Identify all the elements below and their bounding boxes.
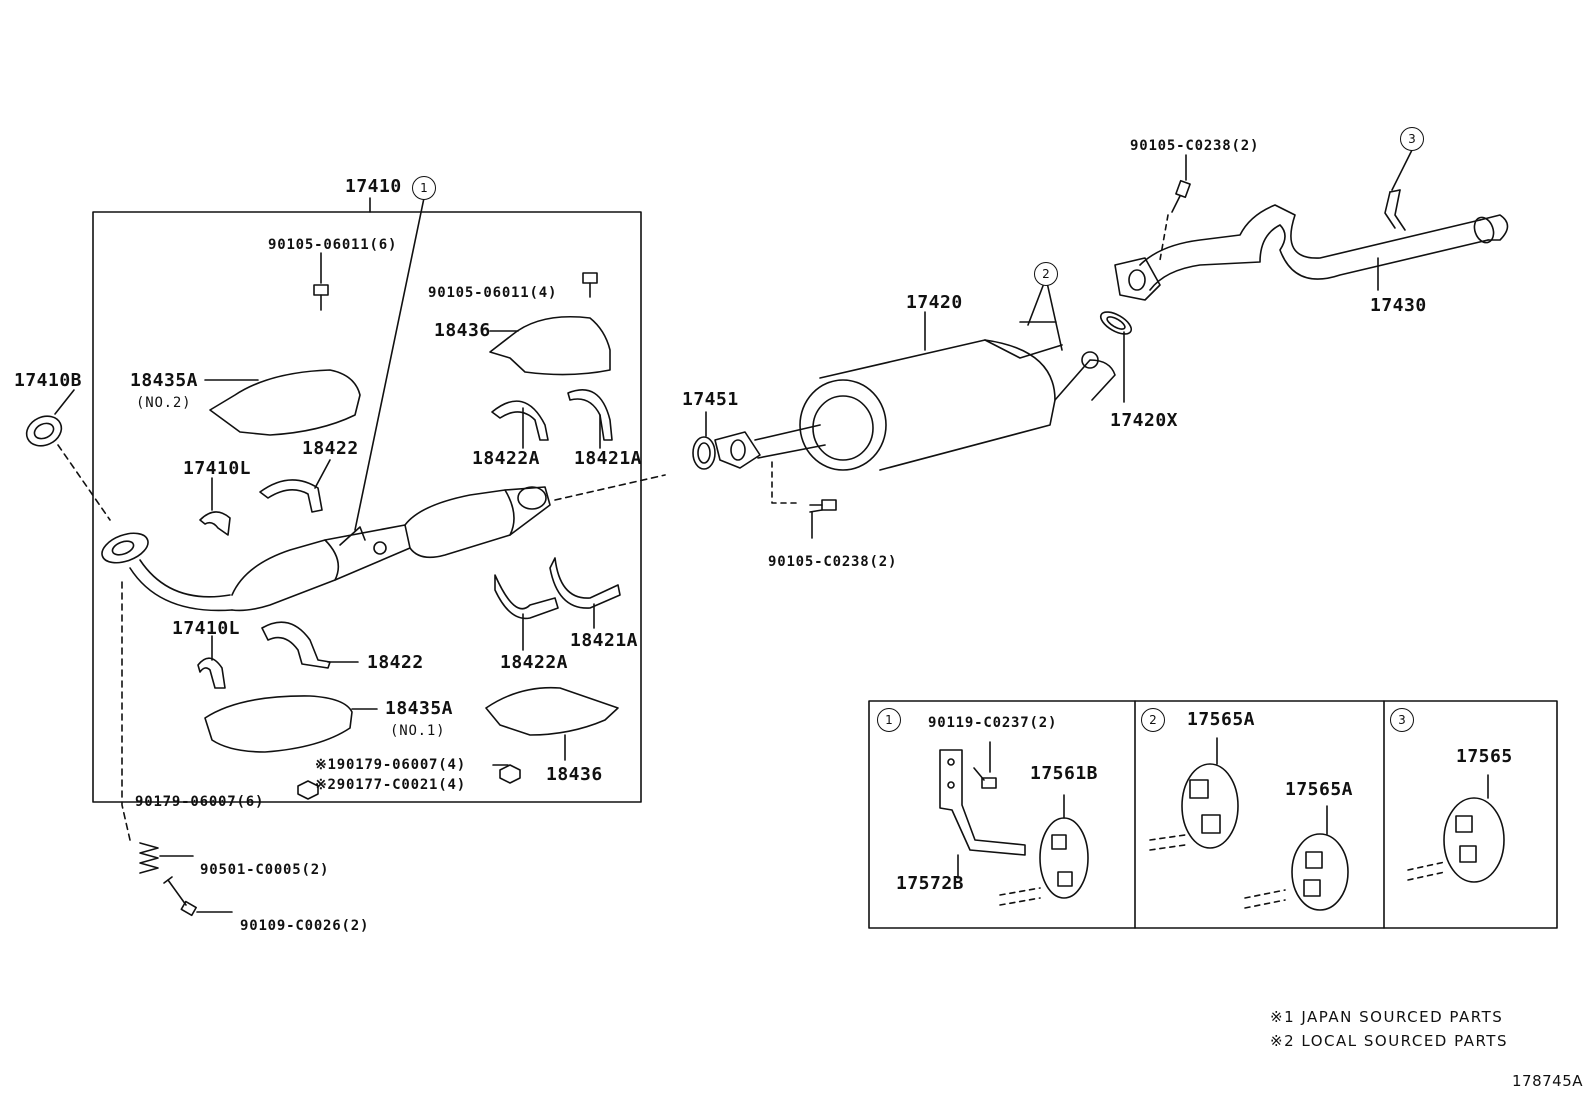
diagram-number: 178745A [1512,1072,1584,1090]
label-90119-c0237: 90119-C0237(2) [928,715,1058,731]
clamp-18421a-top [567,389,613,441]
bracket-17572b [939,749,1026,856]
detail-callout-2: 2 [1141,708,1165,732]
nut-190179 [499,764,521,784]
callout-1: 1 [412,176,436,200]
callout-2: 2 [1034,262,1058,286]
clamp-18422-bottom [261,621,331,669]
front-pipe-17410 [101,486,551,612]
gasket-17410b [25,415,63,447]
assembly-17410-frame [92,211,642,803]
label-18435a-bottom-note: (NO.1) [390,723,446,739]
label-90105-c0238-top: 90105-C0238(2) [1130,138,1260,154]
label-90501-c0005: 90501-C0005(2) [200,862,330,878]
label-90179-06007: 90179-06007(6) [135,794,265,810]
bolt-90119 [973,767,997,789]
label-17565: 17565 [1456,746,1513,767]
label-17410l-bottom: 17410L [172,618,241,639]
clamp-18422-top [259,479,323,513]
label-18422a-bottom: 18422A [500,652,569,673]
clamp-18422a-bottom [494,574,559,620]
bracket-17410l-bottom [197,657,226,689]
label-17420: 17420 [906,292,963,313]
hanger-17561b [1039,817,1089,899]
label-18435a-top: 18435A [130,370,199,391]
label-17565a-a: 17565A [1187,709,1256,730]
note-japan-sourced: ※1 JAPAN SOURCED PARTS [1270,1008,1504,1026]
label-18436-bottom: 18436 [546,764,603,785]
hanger-17565 [1443,797,1505,883]
label-17410l-top: 17410L [183,458,252,479]
insulator-18436-bottom [485,686,619,736]
clamp-18422a-top [491,400,549,441]
bolt-90105-c0238-mid [809,499,837,513]
hanger-17565a-a [1181,763,1239,849]
label-18435a-bottom: 18435A [385,698,454,719]
center-muffler-17420 [714,339,1116,471]
gasket-17420x [1099,311,1133,335]
label-17410b: 17410B [14,370,83,391]
insulator-18435a-no2 [209,369,361,436]
bolt-90105-06011-4 [582,272,598,298]
label-18421a-bottom: 18421A [570,630,639,651]
label-17410: 17410 [345,176,402,197]
label-90105-c0238-mid: 90105-C0238(2) [768,554,898,570]
label-17430: 17430 [1370,295,1427,316]
bracket-17410l-top [199,511,231,536]
note-local-sourced: ※2 LOCAL SOURCED PARTS [1270,1032,1508,1050]
label-18422a-top: 18422A [472,448,541,469]
bolt-90105-c0238-top [1171,179,1191,213]
nut-90179 [297,780,319,800]
label-17565a-b: 17565A [1285,779,1354,800]
bolt-90105-06011-6 [313,284,329,311]
tail-pipe-17430 [1114,189,1509,301]
label-17451: 17451 [682,389,739,410]
bolt-90109 [163,876,197,917]
detail-callout-1: 1 [877,708,901,732]
callout-3: 3 [1400,127,1424,151]
label-90105-06011-6: 90105-06011(6) [268,237,398,253]
insulator-18436-top [489,315,611,376]
label-18422-top: 18422 [302,438,359,459]
label-18436-top: 18436 [434,320,491,341]
gasket-17451 [692,436,716,470]
label-18421a-top: 18421A [574,448,643,469]
clamp-18421a-bottom [549,557,621,609]
label-17420x: 17420X [1110,410,1179,431]
label-17572b: 17572B [896,873,965,894]
label-90105-06011-4: 90105-06011(4) [428,285,558,301]
label-18422-bottom: 18422 [367,652,424,673]
detail-frame [868,700,1558,929]
detail-callout-3: 3 [1390,708,1414,732]
spring-90501 [139,842,159,874]
label-90109-c0026: 90109-C0026(2) [240,918,370,934]
label-17561b: 17561B [1030,763,1099,784]
insulator-18435a-no1 [204,695,353,753]
label-18435a-top-note: (NO.2) [136,395,192,411]
hanger-17565a-b [1291,833,1349,911]
label-190179-06007: ※190179-06007(4) [315,757,466,773]
label-290177-c0021: ※290177-C0021(4) [315,777,466,793]
